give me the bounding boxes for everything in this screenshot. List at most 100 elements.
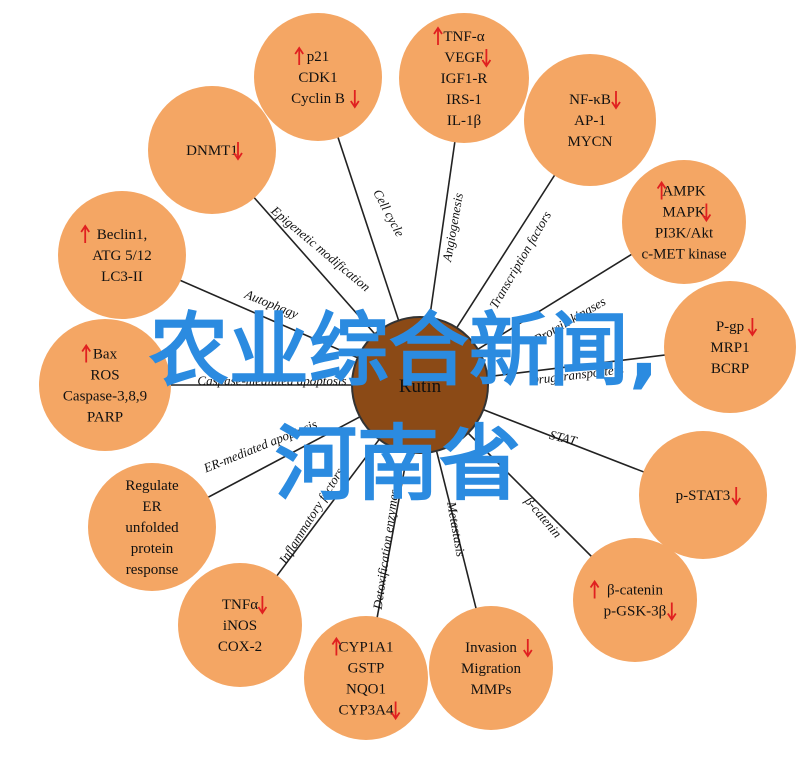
node-protein-kinases: AMPK MAPK PI3K/Akt c-MET kinase bbox=[622, 160, 746, 284]
node-circle-beta-catenin bbox=[573, 538, 697, 662]
up-arrow-icon bbox=[294, 46, 304, 65]
node-circle-metastasis bbox=[429, 606, 553, 730]
edge-label-caspase: Caspase-mediated apoptosis bbox=[197, 373, 346, 388]
up-arrow-icon bbox=[331, 636, 342, 656]
node-circle-cell-cycle bbox=[254, 13, 382, 141]
node-inflammatory: TNFα iNOS COX-2 bbox=[178, 563, 302, 687]
node-circle-angiogenesis bbox=[399, 13, 529, 143]
node-text-metastasis: Invasion bbox=[465, 640, 517, 656]
down-arrow-icon bbox=[523, 639, 533, 658]
node-text-er-stress: ER bbox=[142, 499, 161, 515]
node-text-beta-catenin: p-GSK-3β bbox=[604, 604, 667, 620]
up-arrow-icon bbox=[656, 180, 667, 200]
node-text-angiogenesis: IRS-1 bbox=[446, 92, 482, 108]
node-circle-inflammatory bbox=[178, 563, 302, 687]
node-text-detoxification: NQO1 bbox=[346, 682, 386, 698]
node-text-transcription-factors: MYCN bbox=[567, 134, 612, 150]
node-text-drug-transporters: P-gp bbox=[716, 319, 744, 335]
up-arrow-icon bbox=[80, 224, 90, 243]
node-text-protein-kinases: c-MET kinase bbox=[641, 247, 726, 263]
node-text-protein-kinases: AMPK bbox=[662, 184, 706, 200]
overlay-line1: 农业综合新闻, bbox=[149, 304, 659, 397]
overlay-line2: 河南省 bbox=[275, 417, 521, 512]
node-text-caspase: PARP bbox=[87, 410, 123, 426]
node-circle-transcription-factors bbox=[524, 54, 656, 186]
down-arrow-icon bbox=[350, 90, 360, 109]
node-stat: p-STAT3 bbox=[639, 431, 767, 559]
down-arrow-icon bbox=[747, 318, 758, 337]
node-text-inflammatory: COX-2 bbox=[218, 639, 262, 655]
down-arrow-icon bbox=[701, 203, 712, 223]
node-text-metastasis: Migration bbox=[461, 661, 521, 677]
node-epigenetic: DNMT1 bbox=[148, 86, 276, 214]
watermark-overlay: 农业综合新闻, 河南省 bbox=[149, 304, 659, 512]
node-text-er-stress: Regulate bbox=[125, 478, 179, 494]
up-arrow-icon bbox=[433, 26, 443, 45]
edge-label-epigenetic: Epigenetic modification bbox=[268, 202, 374, 294]
node-text-angiogenesis: VEGF bbox=[444, 50, 483, 66]
node-circle-er-stress bbox=[88, 463, 216, 591]
node-text-cell-cycle: p21 bbox=[307, 49, 330, 65]
node-circle-detoxification bbox=[304, 616, 428, 740]
edge-label-beta-catenin: β-catenin bbox=[521, 493, 565, 541]
node-text-transcription-factors: NF-κB bbox=[569, 92, 611, 108]
node-text-er-stress: unfolded bbox=[125, 520, 179, 536]
node-text-caspase: ROS bbox=[90, 368, 119, 384]
edge-label-cell-cycle: Cell cycle bbox=[370, 187, 408, 240]
node-text-inflammatory: iNOS bbox=[223, 618, 257, 634]
down-arrow-icon bbox=[481, 49, 492, 68]
node-text-detoxification: CYP1A1 bbox=[338, 640, 393, 656]
node-circle-epigenetic bbox=[148, 86, 276, 214]
node-text-detoxification: CYP3A4 bbox=[338, 703, 394, 719]
node-text-autophagy: Beclin1, bbox=[97, 227, 147, 243]
edge-label-transcription-factors: Transcription factors bbox=[486, 208, 554, 311]
node-circle-autophagy bbox=[58, 191, 186, 319]
node-text-autophagy: ATG 5/12 bbox=[92, 248, 152, 264]
node-text-transcription-factors: AP-1 bbox=[574, 113, 606, 129]
node-text-drug-transporters: BCRP bbox=[711, 361, 749, 377]
node-circle-drug-transporters bbox=[664, 281, 796, 413]
node-text-detoxification: GSTP bbox=[348, 661, 385, 677]
node-circle-protein-kinases bbox=[622, 160, 746, 284]
node-text-protein-kinases: MAPK bbox=[662, 205, 706, 221]
node-text-caspase: Caspase-3,8,9 bbox=[63, 389, 147, 405]
node-beta-catenin: β-catenin p-GSK-3β bbox=[573, 538, 697, 662]
down-arrow-icon bbox=[257, 596, 268, 615]
node-circle-caspase bbox=[39, 319, 171, 451]
node-text-autophagy: LC3-II bbox=[101, 269, 143, 285]
node-text-drug-transporters: MRP1 bbox=[710, 340, 749, 356]
node-text-cell-cycle: Cyclin B bbox=[291, 91, 345, 107]
node-text-angiogenesis: IGF1-R bbox=[441, 71, 488, 87]
node-circle-stat bbox=[639, 431, 767, 559]
node-text-angiogenesis: IL-1β bbox=[447, 113, 481, 129]
node-text-beta-catenin: β-catenin bbox=[607, 583, 663, 599]
edge-label-stat: STAT bbox=[548, 427, 579, 448]
node-text-caspase: Bax bbox=[93, 347, 118, 363]
node-text-epigenetic: DNMT1 bbox=[186, 143, 238, 159]
up-arrow-icon bbox=[589, 579, 600, 599]
center-label: Rutin bbox=[399, 376, 442, 397]
down-arrow-icon bbox=[233, 142, 243, 161]
node-text-cell-cycle: CDK1 bbox=[298, 70, 337, 86]
down-arrow-icon bbox=[731, 487, 741, 506]
node-text-protein-kinases: PI3K/Akt bbox=[655, 226, 714, 242]
node-text-stat: p-STAT3 bbox=[676, 488, 731, 504]
node-text-metastasis: MMPs bbox=[471, 682, 512, 698]
node-text-inflammatory: TNFα bbox=[222, 597, 258, 613]
up-arrow-icon bbox=[81, 343, 91, 363]
center-node: Rutin bbox=[351, 316, 489, 454]
node-text-er-stress: response bbox=[126, 562, 179, 578]
node-text-er-stress: protein bbox=[131, 541, 174, 557]
down-arrow-icon bbox=[611, 91, 621, 110]
